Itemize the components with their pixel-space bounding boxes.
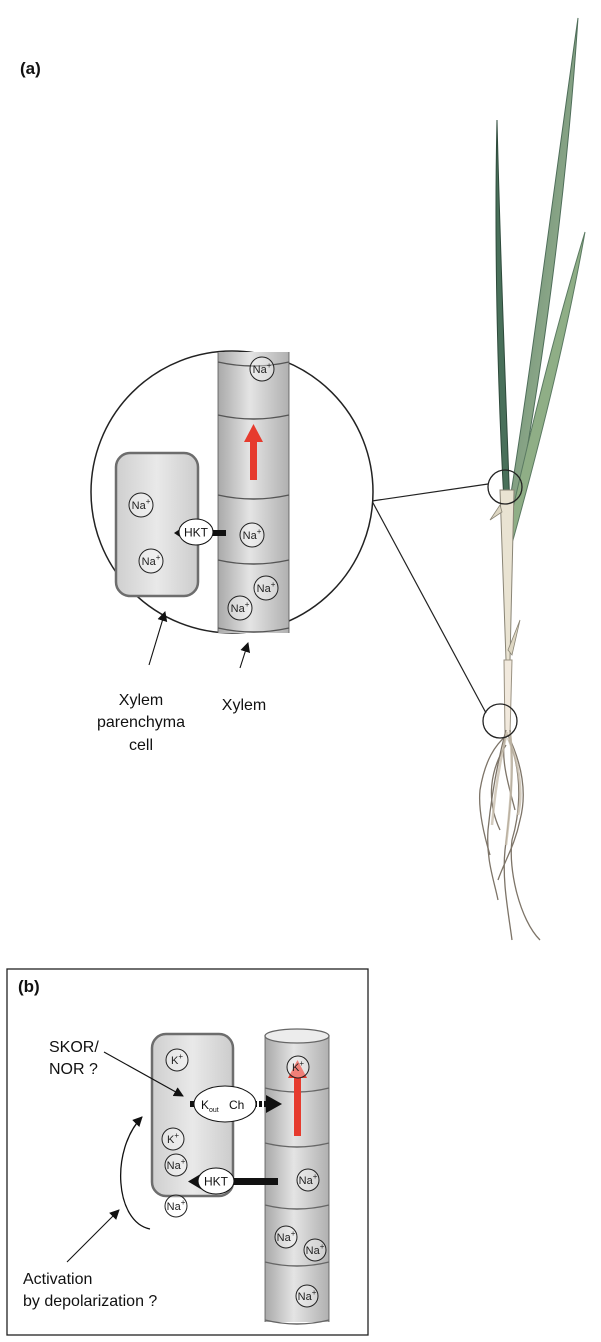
kout-k-label: K [201, 1098, 209, 1112]
plant-roots [478, 729, 541, 941]
parenchyma-label-1: Xylem [119, 692, 163, 709]
plant-stem-lower [503, 659, 513, 736]
activation-label-1: Activation [23, 1271, 92, 1288]
k-out-channel: K out Ch [190, 1085, 282, 1123]
na-ion: Na+ [249, 356, 275, 382]
k-ion: K+ [161, 1127, 185, 1151]
hkt-transporter-b: HKT [188, 1167, 278, 1195]
na-ion: Na+ [303, 1238, 327, 1262]
na-ion: Na+ [138, 548, 164, 574]
panel-a-label: (a) [20, 59, 41, 78]
plant-stem [499, 489, 515, 661]
activation-pointer [66, 1209, 120, 1263]
sap-flow-arrow-b [294, 1075, 301, 1136]
activation-label-2: by depolarization ? [23, 1293, 157, 1310]
na-ion: Na+ [164, 1194, 188, 1218]
parenchyma-pointer [148, 611, 168, 666]
kout-ch-label: Ch [229, 1098, 244, 1112]
parenchyma-label-2: parenchyma [97, 714, 185, 731]
na-ion: Na+ [253, 575, 279, 601]
k-ion: K+ [165, 1048, 189, 1072]
na-ion: Na+ [128, 492, 154, 518]
magnified-view-contents: HKT Na+Na+Na+Na+Na+Na+ [114, 352, 290, 633]
xylem-vessel [218, 352, 289, 633]
plant-leaf [504, 17, 579, 531]
hkt-label-b: HKT [204, 1175, 229, 1189]
na-ion: Na+ [296, 1168, 320, 1192]
na-ion: Na+ [239, 522, 265, 548]
zoom-connector [371, 500, 487, 714]
panel-b-label: (b) [18, 977, 40, 996]
depolarization-feedback-arrow [119, 1116, 151, 1230]
sap-flow-arrow [250, 440, 257, 480]
xylem-pointer [239, 642, 251, 669]
zoom-connector [371, 483, 489, 502]
wheat-plant-illustration [478, 17, 586, 941]
na-ion: Na+ [164, 1153, 188, 1177]
zoom-marker-root [482, 703, 518, 739]
xylem-label: Xylem [222, 697, 266, 714]
plant-leaf [506, 231, 586, 541]
na-ion: Na+ [274, 1225, 298, 1249]
skor-pointer [103, 1051, 184, 1097]
k-ion: K+ [286, 1055, 310, 1079]
na-ion: Na+ [295, 1284, 319, 1308]
plant-leaf [495, 119, 511, 522]
hkt-transporter [178, 518, 214, 546]
zoom-marker-leaf [487, 469, 523, 505]
skor-label-2: NOR ? [49, 1061, 98, 1078]
parenchyma-label-3: cell [129, 737, 153, 754]
kout-sub-label: out [209, 1107, 219, 1114]
skor-label-1: SKOR/ [49, 1039, 99, 1056]
na-ion: Na+ [227, 595, 253, 621]
hkt-label: HKT [184, 526, 209, 540]
